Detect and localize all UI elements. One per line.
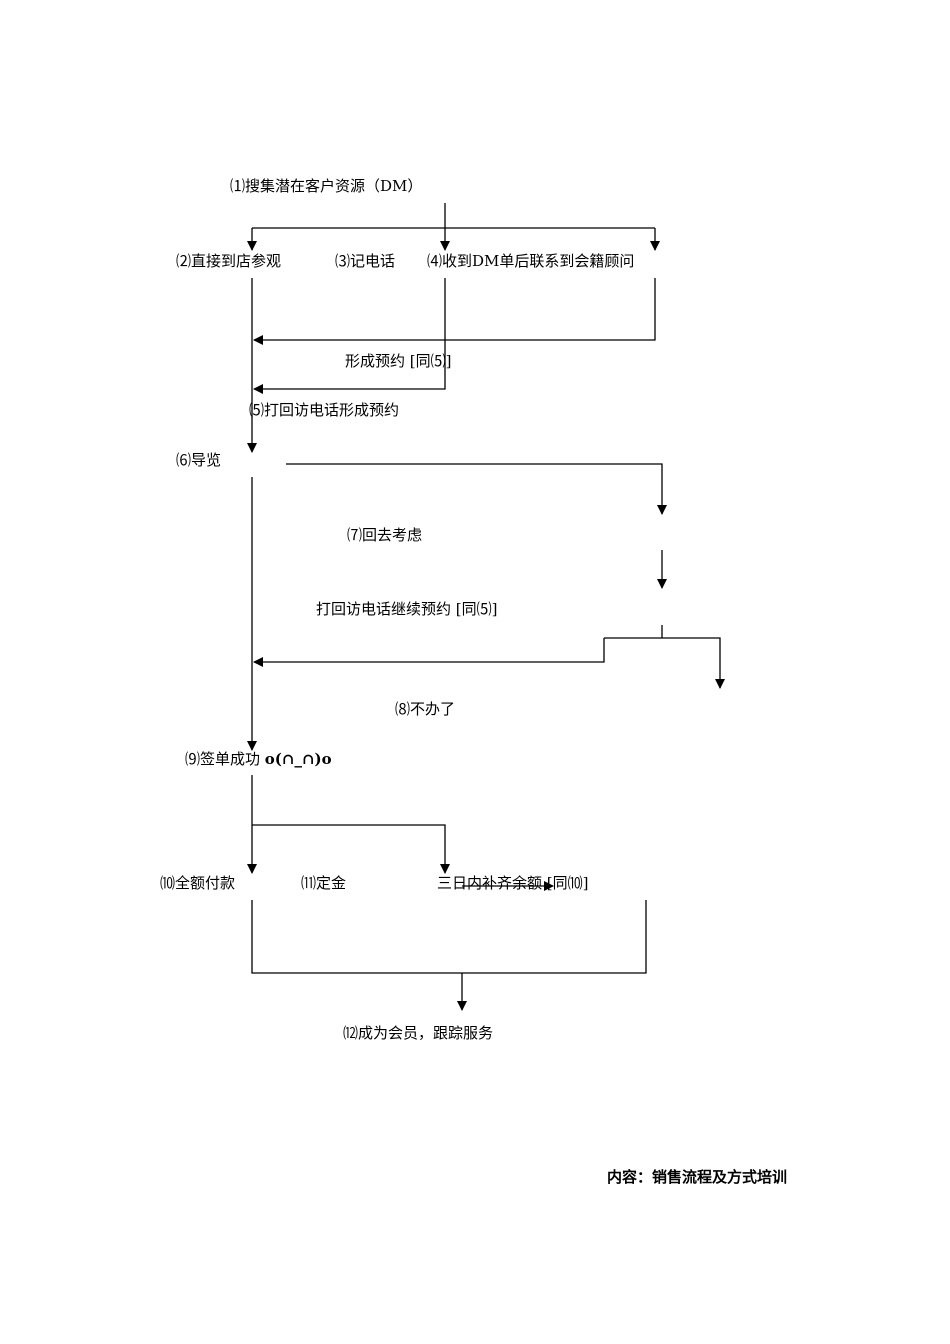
- arrow-to-8: [604, 637, 725, 689]
- note-callback-continue: 打回访电话继续预约 [同⑸]: [316, 600, 498, 618]
- arrow-7-back: [253, 638, 605, 667]
- node-record-phone: ⑶记电话: [335, 252, 396, 270]
- node-dm-contact: ⑷收到DM单后联系到会籍顾问: [427, 252, 635, 270]
- node-tour: ⑹导览: [176, 451, 222, 469]
- node-signed-label: ⑼签单成功: [185, 750, 261, 768]
- footer-content: 内容：销售流程及方式培训: [607, 1168, 788, 1186]
- node-consider: ⑺回去考虑: [347, 526, 423, 544]
- node-callback: ⑸打回访电话形成预约: [249, 401, 400, 419]
- arrow-6-to-7: [286, 463, 667, 515]
- node-visit-store: ⑵直接到店参观: [176, 252, 282, 270]
- node-member: ⑿成为会员，跟踪服务: [343, 1024, 494, 1042]
- node-signed: ⑼签单成功 o(∩_∩)o: [185, 750, 332, 768]
- note-pay-balance: 三日内补齐余额 [同⑽]: [437, 874, 589, 892]
- merge-line: [251, 900, 647, 974]
- node-decline: ⑻不办了: [395, 700, 456, 718]
- arrow-4-to-5: [253, 278, 446, 394]
- node-deposit: ⑾定金: [301, 874, 347, 892]
- arrow-4-appointment: [253, 278, 656, 345]
- node-collect-leads: ⑴搜集潜在客户资源（DM）: [230, 177, 423, 195]
- emoticon: o(∩_∩)o: [264, 750, 332, 768]
- arrow-9-to-11: [252, 824, 450, 874]
- node-full-payment: ⑽全额付款: [160, 874, 236, 892]
- note-appointment: 形成预约 [同⑸]: [345, 352, 452, 370]
